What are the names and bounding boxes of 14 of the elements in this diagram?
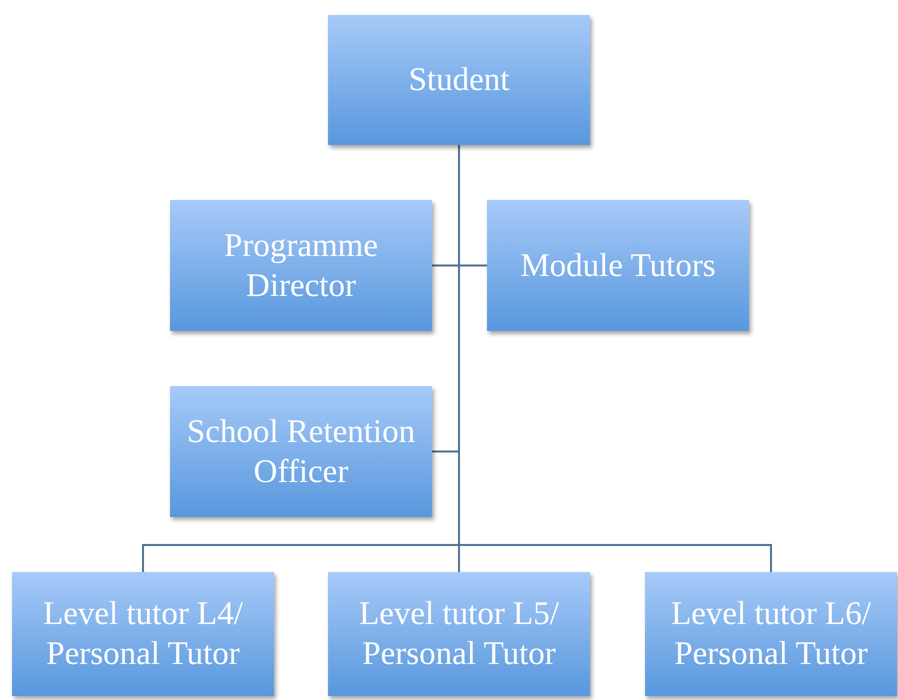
role-label: Module Tutors <box>520 246 716 286</box>
role-label: Programme Director <box>223 226 379 306</box>
role-box <box>170 200 432 331</box>
role-box <box>12 572 274 696</box>
role-label: Level tutor L6/ Personal Tutor <box>670 595 872 674</box>
role-box <box>170 386 432 517</box>
role-label: Level tutor L5/ Personal Tutor <box>358 595 560 674</box>
role-box <box>487 200 749 331</box>
role-label: School Retention Officer <box>186 412 416 492</box>
role-label: Level tutor L4/ Personal Tutor <box>42 595 244 674</box>
role-box <box>328 572 590 696</box>
role-label: Student <box>408 61 510 100</box>
role-box <box>645 572 897 696</box>
role-box <box>328 15 590 145</box>
